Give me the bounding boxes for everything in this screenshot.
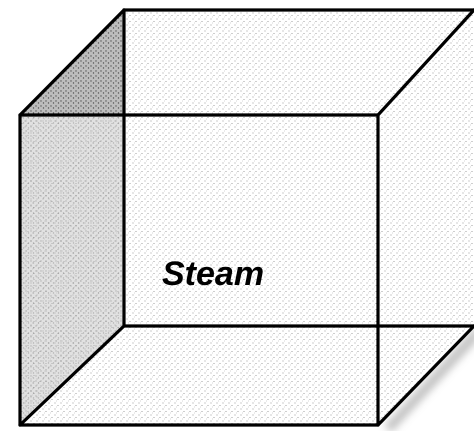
steam-label: Steam (162, 255, 264, 293)
